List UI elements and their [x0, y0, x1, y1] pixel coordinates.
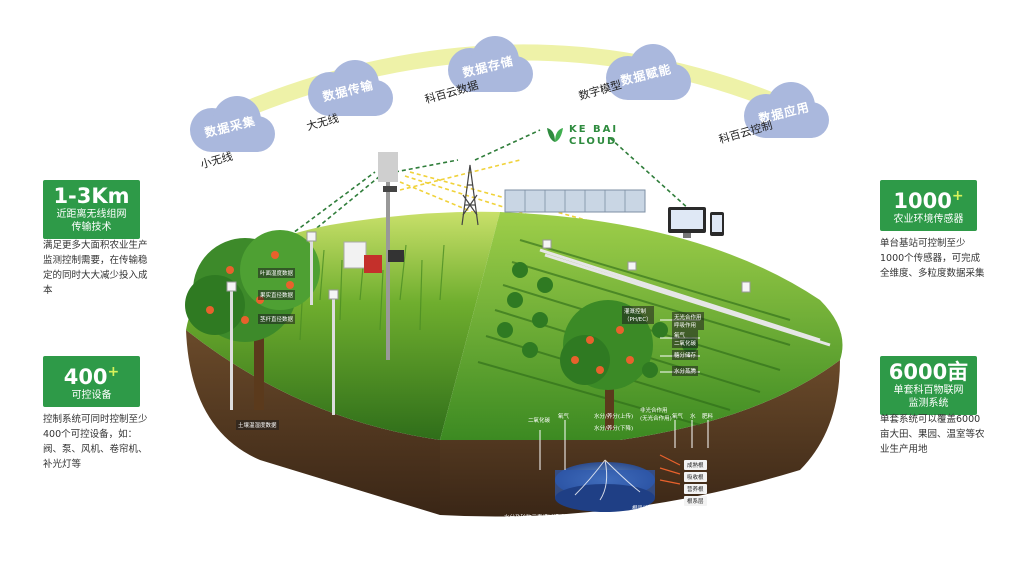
label-root-absorption-zone: 根吸收区	[632, 506, 655, 512]
tag-soil-moisture: 土壤温湿度数据	[236, 420, 279, 430]
badge-number: 400	[63, 365, 108, 389]
cloud-data-collection: 数据采集	[182, 92, 278, 156]
logo-line-2: CLOUD	[569, 136, 618, 147]
badge-number: 1000	[893, 189, 952, 213]
tag-stem-diameter: 茎秆直径数据	[258, 314, 296, 324]
badge-plus: +	[107, 364, 120, 380]
tag-sugar-storage: 糖分储存	[672, 350, 699, 360]
badge-devices: 400+ 可控设备	[43, 356, 140, 407]
desc-range: 满足更多大面积农业生产监测控制需要，在传输稳定的同时大大减少投入成本	[43, 240, 148, 296]
badge-title: 农业环境传感器	[893, 214, 964, 225]
tag-root-layer: 根系层	[684, 496, 707, 506]
cloud-data-transfer: 数据传输	[300, 56, 396, 120]
label-water-down: 水分/养分(下降)	[594, 426, 634, 432]
badge-title: 可控设备	[71, 390, 112, 401]
desc-devices: 控制系统可同时控制至少400个可控设备，如：阀、泵、风机、卷帘机、补光灯等	[43, 414, 148, 470]
badge-sensors: 1000+ 农业环境传感器	[880, 180, 977, 231]
logo-line-1: KE BAI	[569, 124, 619, 135]
badge-coverage: 6000亩 单套科百物联网 监测系统	[880, 356, 977, 415]
label-water-mineral: 水分及矿物元素通过根毛进入植物体	[504, 515, 582, 529]
label-water-up: 水分/养分(上传)	[594, 414, 634, 420]
tag-leaf-wetness: 叶面湿度数据	[258, 268, 296, 278]
label-non-photosynthesis: 非光合作用 (无光合作用)	[640, 408, 672, 422]
desc-sensors: 单台基站可控制至少1000个传感器，可完成全维度、多粒度数据采集	[880, 238, 985, 279]
badge-value: 6000亩	[888, 360, 969, 384]
desc-coverage: 单套系统可以覆盖6000亩大田、果园、温室等农业生产用地	[880, 414, 985, 455]
label-co2: 二氧化碳	[528, 418, 551, 424]
label-oxygen-right: 氧气	[672, 414, 684, 420]
kebai-cloud-logo: KE BAI CLOUD	[545, 122, 635, 150]
label-oxygen-left: 氧气	[558, 414, 570, 420]
tag-nutrient-root: 营养根	[684, 484, 707, 494]
tag-fruit-diameter: 果实直径数据	[258, 290, 296, 300]
leaf-logo-icon	[547, 128, 563, 142]
badge-value: 1-3Km	[53, 184, 130, 208]
badge-value: 1000+	[886, 184, 971, 213]
label-fertilizer: 肥料	[702, 414, 714, 420]
badge-plus: +	[951, 188, 964, 204]
tag-absorbing-root: 吸收根	[684, 472, 707, 482]
badge-title: 单套科百物联网 监测系统	[893, 385, 964, 409]
tag-oxygen-co2: 氧气 二氧化碳	[672, 330, 699, 348]
badge-title: 近距离无线组网 传输技术	[56, 209, 127, 233]
cloud-data-application: 数据应用	[736, 78, 832, 142]
tag-irrigation-ph-ec: 灌溉控制 （PH/EC）	[622, 306, 654, 324]
tag-mature-root: 成熟根	[684, 460, 707, 470]
cloud-data-empower: 数据赋能	[598, 40, 694, 104]
tag-respiration: 无光合作用 呼吸作用	[672, 312, 704, 330]
label-water: 水	[690, 414, 696, 420]
tag-transpiration: 水分蒸腾	[672, 366, 699, 376]
badge-range: 1-3Km 近距离无线组网 传输技术	[43, 180, 140, 239]
cloud-data-storage: 数据存储	[440, 32, 536, 96]
badge-value: 400+	[49, 360, 134, 389]
